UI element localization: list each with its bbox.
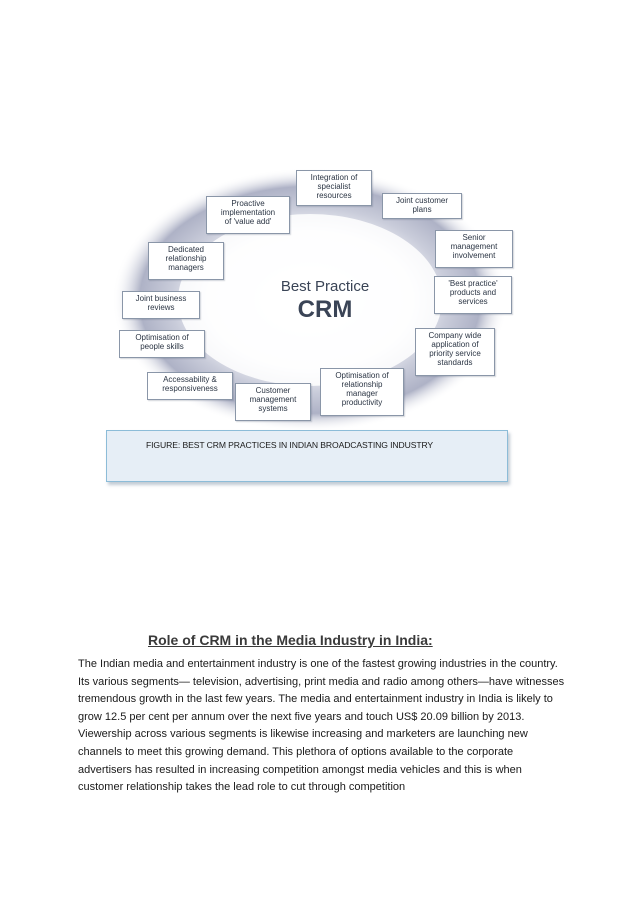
- box-joint-customer-plans: Joint customer plans: [382, 193, 462, 219]
- box-senior-management: Senior management involvement: [435, 230, 513, 268]
- figure-caption: FIGURE: BEST CRM PRACTICES IN INDIAN BRO…: [146, 440, 433, 450]
- box-integration-specialist: Integration of specialist resources: [296, 170, 372, 206]
- center-title: Best Practice CRM: [260, 278, 390, 323]
- box-company-wide-standards: Company wide application of priority ser…: [415, 328, 495, 376]
- box-dedicated-relationship-managers: Dedicated relationship managers: [148, 242, 224, 280]
- best-practice-crm-diagram: Best Practice CRM Integration of special…: [110, 160, 520, 440]
- section-heading: Role of CRM in the Media Industry in Ind…: [148, 632, 433, 648]
- figure-caption-box: FIGURE: BEST CRM PRACTICES IN INDIAN BRO…: [106, 430, 508, 482]
- box-customer-management-systems: Customer management systems: [235, 383, 311, 421]
- center-title-line1: Best Practice: [260, 278, 390, 296]
- box-accessability-responsiveness: Accessability & responsiveness: [147, 372, 233, 400]
- box-optimisation-rm-productivity: Optimisation of relationship manager pro…: [320, 368, 404, 416]
- center-title-line2: CRM: [260, 296, 390, 323]
- box-joint-business-reviews: Joint business reviews: [122, 291, 200, 319]
- box-optimisation-people-skills: Optimisation of people skills: [119, 330, 205, 358]
- box-best-practice-products: 'Best practice' products and services: [434, 276, 512, 314]
- section-paragraph: The Indian media and entertainment indus…: [78, 656, 568, 797]
- box-proactive-value-add: Proactive implementation of 'value add': [206, 196, 290, 234]
